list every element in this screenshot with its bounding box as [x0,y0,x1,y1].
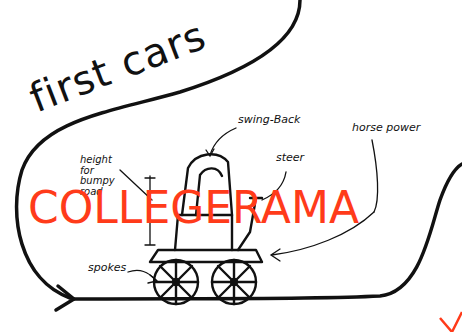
part-label: spokes [88,262,126,274]
part-label: swing-Back [238,114,300,126]
flow-line [17,0,300,298]
arrow-head [56,286,74,310]
part-label: horse power [352,122,420,134]
edge-mark [440,312,462,332]
watermark: COLLEGERAMA [28,185,359,231]
sketch-title: first cars [24,14,211,119]
part-label: steer [276,152,304,164]
